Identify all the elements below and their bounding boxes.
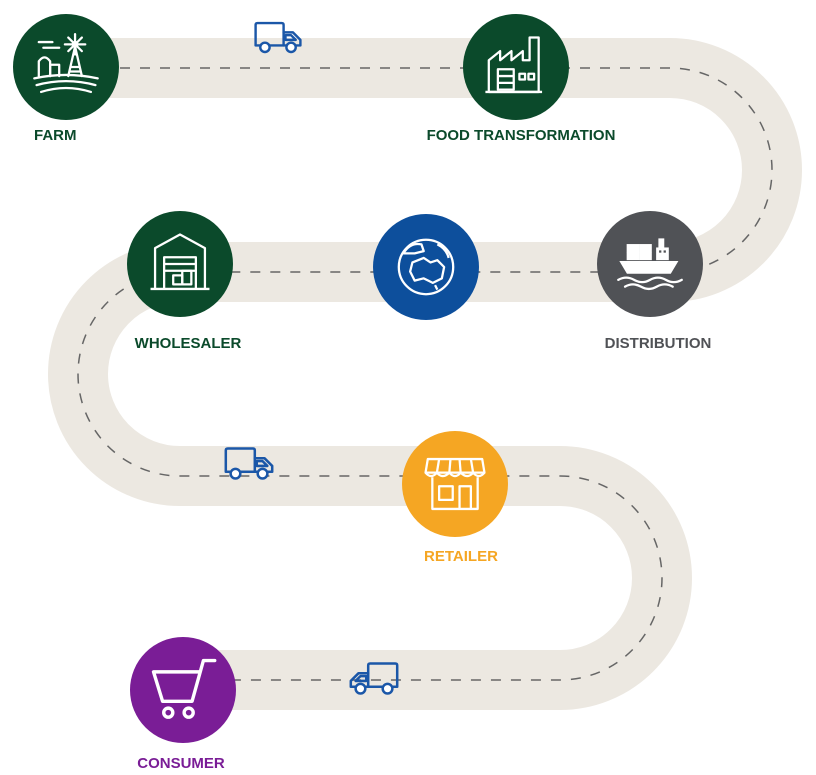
road-surface xyxy=(48,38,802,710)
stage-label: RETAILER xyxy=(424,548,498,565)
road-centerline xyxy=(60,67,773,681)
stage-circle xyxy=(402,431,508,537)
stage-nodes: FARM FOOD TRANSFORMATION DISTRIBUTION WHOLE… xyxy=(13,14,711,772)
road-layer xyxy=(48,38,802,710)
stage-circle xyxy=(463,14,569,120)
stage-node-wholesaler: WHOLESALER xyxy=(127,211,241,352)
stage-label: FOOD TRANSFORMATION xyxy=(427,127,616,144)
stage-label: CONSUMER xyxy=(137,755,225,770)
stage-circle xyxy=(373,214,479,320)
stage-node-global xyxy=(373,214,479,320)
stage-label: FARM xyxy=(34,127,77,144)
truck-layer xyxy=(224,21,399,695)
stage-node-food-transformation: FOOD TRANSFORMATION xyxy=(427,14,616,144)
stage-node-consumer: CONSUMER xyxy=(130,637,236,772)
stage-circle xyxy=(13,14,119,120)
stage-node-farm: FARM xyxy=(13,14,119,144)
stage-label: DISTRIBUTION xyxy=(605,335,712,352)
stage-circle xyxy=(130,637,236,743)
stage-node-retailer: RETAILER xyxy=(402,431,508,565)
stage-label: WHOLESALER xyxy=(135,335,242,352)
stage-node-distribution: DISTRIBUTION xyxy=(597,211,711,352)
